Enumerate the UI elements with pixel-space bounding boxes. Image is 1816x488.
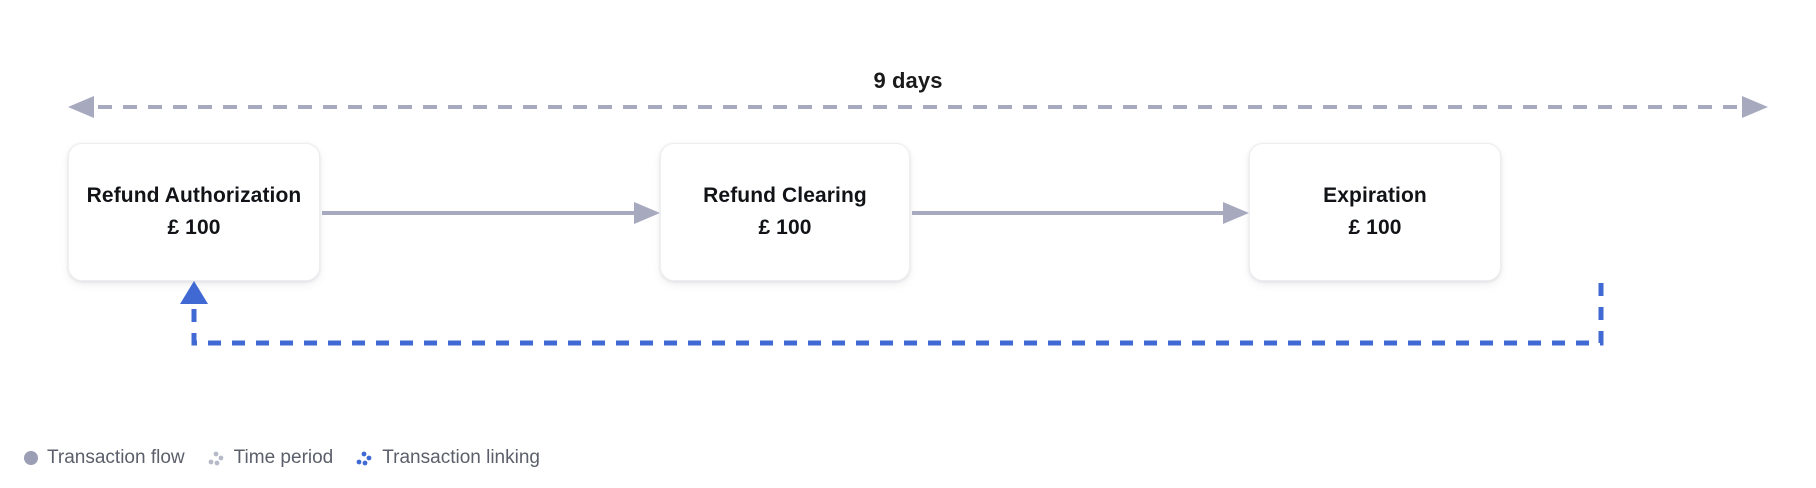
flow-arrowhead	[634, 202, 660, 224]
legend-label: Transaction flow	[47, 447, 185, 468]
node-title: Refund Authorization	[86, 184, 302, 208]
node-amount: £ 100	[1348, 216, 1402, 239]
timeline-arrow	[68, 96, 1768, 118]
node-refund-clearing[interactable]: Refund Clearing £ 100	[660, 143, 910, 281]
node-refund-authorization[interactable]: Refund Authorization £ 100	[68, 143, 320, 281]
legend-item-transaction-flow: Transaction flow	[24, 448, 185, 467]
legend-label: Time period	[233, 447, 334, 468]
linking-arrow-expiration-to-authorization	[180, 281, 1604, 346]
flow-arrowhead	[1223, 202, 1249, 224]
dotted-dot-icon	[208, 451, 224, 465]
flow-arrow-authorization-to-clearing	[322, 202, 660, 224]
node-amount: £ 100	[758, 216, 812, 239]
timeline-left-arrowhead	[68, 96, 94, 118]
node-amount: £ 100	[167, 216, 221, 239]
legend-item-transaction-linking: Transaction linking	[355, 448, 540, 467]
legend: Transaction flow Time period Transaction…	[24, 448, 540, 467]
timeline-duration-label: 9 days	[873, 68, 943, 93]
linking-arrowhead	[180, 281, 208, 304]
dotted-dot-icon	[356, 451, 372, 465]
node-title: Expiration	[1323, 184, 1427, 208]
timeline-right-arrowhead	[1742, 96, 1768, 118]
linking-dashed-path	[191, 283, 1604, 346]
solid-dot-icon	[24, 450, 38, 465]
legend-item-time-period: Time period	[207, 447, 334, 468]
legend-label: Transaction linking	[382, 447, 540, 468]
flow-arrow-clearing-to-expiration	[912, 202, 1249, 224]
node-expiration[interactable]: Expiration £ 100	[1249, 143, 1501, 281]
node-title: Refund Clearing	[703, 184, 867, 208]
